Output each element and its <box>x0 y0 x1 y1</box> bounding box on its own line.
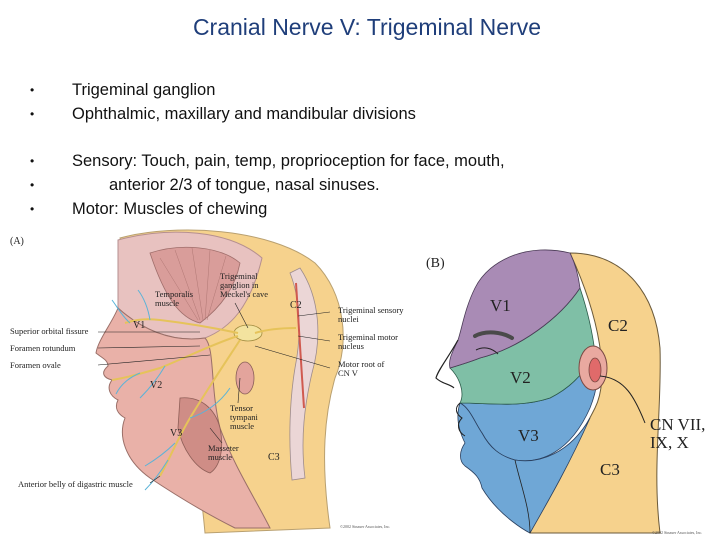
label-v3-a: V3 <box>170 428 183 439</box>
label-digastric: Anterior belly of digastric muscle <box>18 479 133 489</box>
bullet-text: Trigeminal ganglion <box>72 81 216 99</box>
figure-b-illustration <box>435 249 661 534</box>
figure-b-panel-label: (B) <box>426 256 445 271</box>
label-motor-root: Motor root of CN V <box>338 359 385 378</box>
bullet-text: Sensory: Touch, pain, temp, propriocepti… <box>72 152 505 170</box>
bullet-glyph: • <box>30 178 35 192</box>
figure-a-panel-label: (A) <box>10 236 24 247</box>
label-superior-orbital-fissure: Superior orbital fissure <box>10 326 89 336</box>
label-foramen-rotundum: Foramen rotundum <box>10 343 76 353</box>
label-v3-b: V3 <box>518 426 539 445</box>
label-tensor-tympani: Tensor tympani muscle <box>230 403 258 431</box>
figure-b-dermatome-map: (B) V1 V2 V3 C2 C3 CN VII, IX, X ©2002 S… <box>420 228 720 540</box>
figure-a-trigeminal-anatomy: (A) Temporalis muscle Trigeminal ganglio… <box>0 228 420 540</box>
label-c2-a: C2 <box>290 300 302 311</box>
label-v2-a: V2 <box>150 380 163 391</box>
label-foramen-ovale: Foramen ovale <box>10 360 61 370</box>
label-masseter: Masseter muscle <box>208 443 239 462</box>
bullet-glyph: • <box>30 154 35 168</box>
label-c3-a: C3 <box>268 452 280 463</box>
bullet-glyph: • <box>30 107 35 121</box>
label-trigeminal-ganglion: Trigeminal ganglion in Meckel's cave <box>220 271 269 299</box>
label-v1-b: V1 <box>490 296 511 315</box>
figure-b-copyright: ©2002 Sinauer Associates, Inc. <box>652 530 703 535</box>
figure-a-illustration <box>95 229 344 534</box>
label-c2-b: C2 <box>608 316 628 335</box>
bullet-glyph: • <box>30 83 35 97</box>
label-v1-a: V1 <box>133 320 146 331</box>
label-v2-b: V2 <box>510 368 531 387</box>
bullet-text: anterior 2/3 of tongue, nasal sinuses. <box>109 176 380 194</box>
page-title: Cranial Nerve V: Trigeminal Nerve <box>192 14 542 40</box>
bullet-text: Ophthalmic, maxillary and mandibular div… <box>72 105 416 123</box>
figure-a-copyright: ©2002 Sinauer Associates, Inc. <box>340 524 391 529</box>
label-sensory-nuclei: Trigeminal sensory nuclei <box>338 305 404 324</box>
bullet-text: Motor: Muscles of chewing <box>72 200 268 218</box>
bullet-glyph: • <box>30 202 35 216</box>
label-cn-vii-ix-x: CN VII, IX, X <box>650 415 706 452</box>
label-c3-b: C3 <box>600 460 620 479</box>
label-motor-nucleus: Trigeminal motor nucleus <box>338 332 398 351</box>
label-temporalis: Temporalis muscle <box>155 289 194 308</box>
